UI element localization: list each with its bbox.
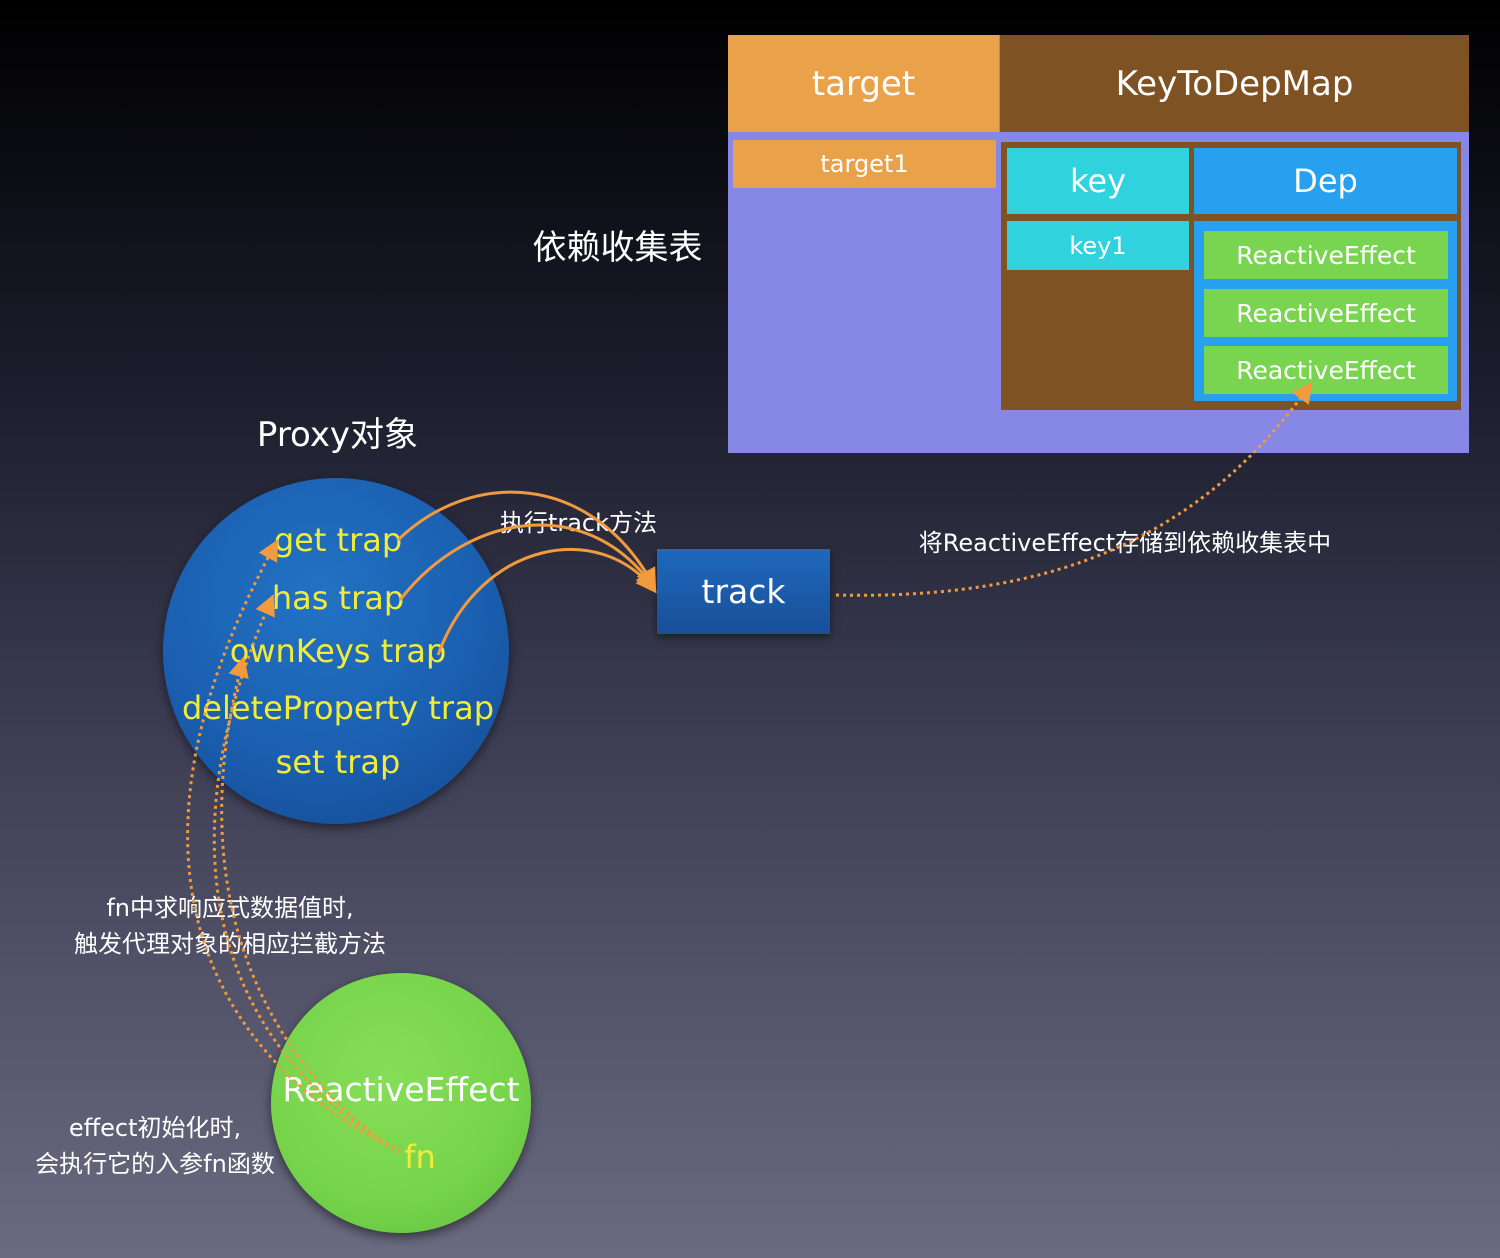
dep-header: Dep bbox=[1194, 148, 1457, 214]
reactive-effect-label: ReactiveEffect bbox=[282, 1069, 520, 1109]
store-effect-note: 将ReactiveEffect存储到依赖收集表中 bbox=[918, 528, 1332, 557]
target1-cell: target1 bbox=[733, 140, 996, 188]
trigger-note-line2: 触发代理对象的相应拦截方法 bbox=[74, 930, 386, 958]
fn-label: fn bbox=[404, 1138, 436, 1176]
trigger-note: fn中求响应式数据值时, 触发代理对象的相应拦截方法 bbox=[40, 888, 420, 964]
run-track-note: 执行track方法 bbox=[499, 508, 658, 537]
key1-cell: key1 bbox=[1007, 221, 1189, 270]
key-header: key bbox=[1007, 148, 1189, 214]
dep-effect-cell: ReactiveEffect bbox=[1204, 289, 1448, 337]
proxy-title: Proxy对象 bbox=[256, 414, 419, 455]
init-note-line1: effect初始化时, bbox=[68, 1114, 242, 1142]
deleteproperty-trap-label: deleteProperty trap bbox=[181, 689, 494, 727]
target-header: target bbox=[728, 35, 999, 132]
dep-effect-cell: ReactiveEffect bbox=[1204, 346, 1448, 394]
ownkeys-trap-label: ownKeys trap bbox=[229, 632, 447, 670]
trigger-note-line1: fn中求响应式数据值时, bbox=[106, 894, 354, 922]
set-trap-label: set trap bbox=[275, 743, 401, 781]
keytodepmap-header: KeyToDepMap bbox=[1000, 35, 1469, 132]
init-note-line2: 会执行它的入参fn函数 bbox=[35, 1150, 275, 1178]
dependency-table-title: 依赖收集表 bbox=[532, 227, 703, 268]
has-trap-label: has trap bbox=[271, 579, 405, 617]
init-note: effect初始化时, 会执行它的入参fn函数 bbox=[20, 1108, 290, 1184]
track-box: track bbox=[657, 549, 830, 634]
get-trap-label: get trap bbox=[273, 521, 403, 559]
dep-effect-cell: ReactiveEffect bbox=[1204, 231, 1448, 279]
